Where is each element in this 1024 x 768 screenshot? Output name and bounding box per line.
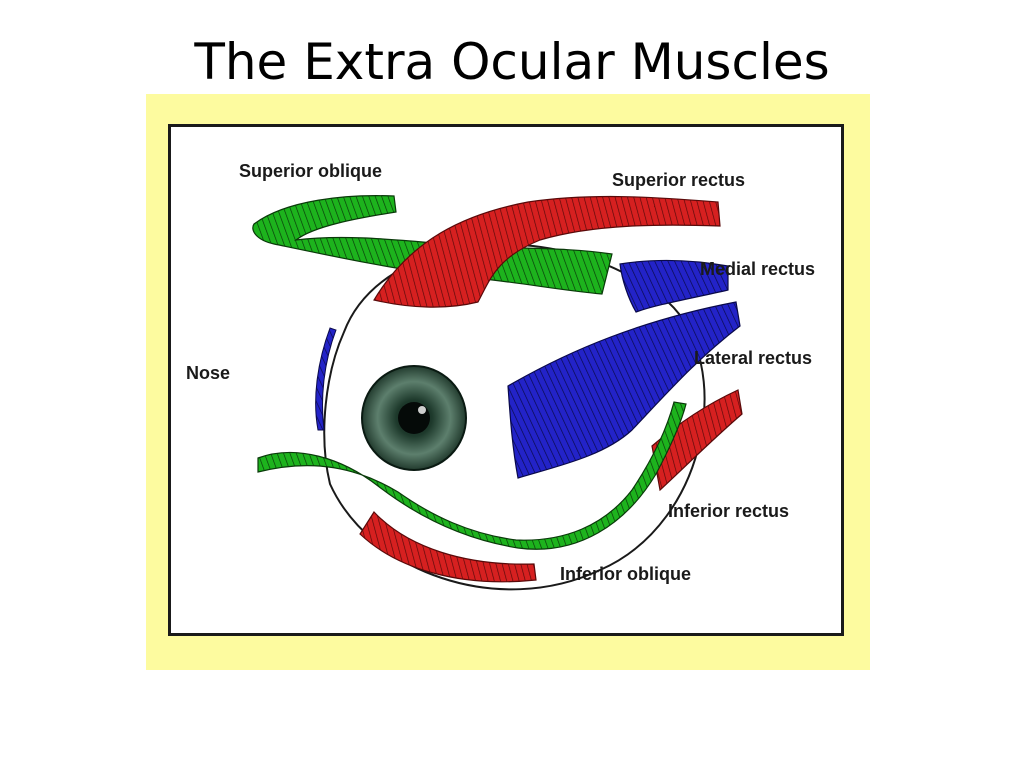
eye-muscle-diagram: Superior oblique Superior rectus Medial … — [186, 161, 815, 591]
label-superior-rectus: Superior rectus — [612, 170, 745, 190]
medial-edge-muscle — [315, 327, 337, 431]
label-medial-rectus: Medial rectus — [700, 259, 815, 279]
inferior-rectus-muscle — [651, 389, 743, 492]
lateral-rectus-muscle — [507, 301, 741, 479]
pupil-highlight — [418, 406, 426, 414]
label-superior-oblique: Superior oblique — [239, 161, 382, 181]
inferior-rectus-belly — [359, 511, 537, 583]
superior-rectus-muscle — [373, 195, 721, 308]
slide-title: The Extra Ocular Muscles — [194, 33, 830, 91]
label-inferior-rectus: Inferior rectus — [668, 501, 789, 521]
inferior-oblique-muscle — [257, 401, 687, 550]
label-lateral-rectus: Lateral rectus — [694, 348, 812, 368]
label-nose: Nose — [186, 363, 230, 383]
label-inferior-oblique: Inferior oblique — [560, 564, 691, 584]
pupil — [398, 402, 430, 434]
medial-rectus-muscle — [619, 259, 729, 313]
